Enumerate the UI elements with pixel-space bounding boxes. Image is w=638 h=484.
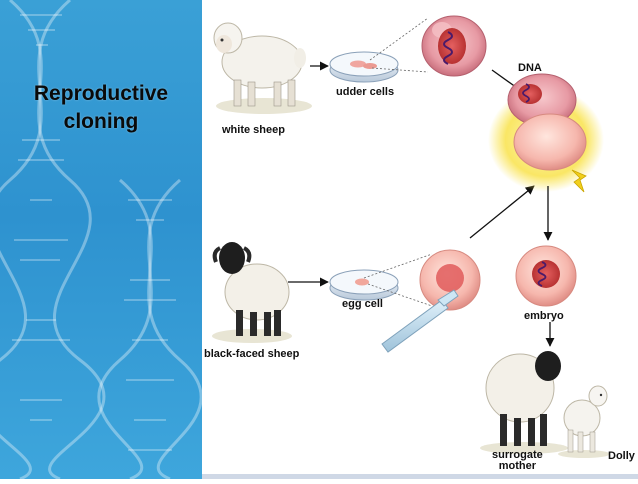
label-dna: DNA bbox=[518, 62, 542, 74]
embryo-cell bbox=[515, 245, 577, 307]
label-white-sheep: white sheep bbox=[222, 124, 285, 136]
pipette bbox=[381, 289, 459, 353]
fused-cell-with-spark bbox=[488, 73, 604, 193]
label-embryo: embryo bbox=[524, 310, 564, 322]
udder-cells-dish bbox=[329, 51, 399, 83]
title-line-2: cloning bbox=[63, 110, 139, 133]
dna-helix-background bbox=[0, 0, 202, 479]
surrogate-mother-illustration bbox=[480, 351, 568, 454]
label-black-faced-sheep: black-faced sheep bbox=[204, 348, 300, 360]
black-faced-sheep-illustration bbox=[212, 242, 292, 343]
slide-title: Reproductive cloning bbox=[0, 80, 202, 136]
white-sheep-illustration bbox=[213, 22, 312, 114]
footer-bar bbox=[202, 474, 638, 479]
label-egg-cell: egg cell bbox=[342, 298, 383, 310]
egg-cell-dish bbox=[329, 269, 399, 301]
label-dolly: Dolly bbox=[608, 450, 635, 462]
arrow-to-fusion-bottom bbox=[469, 185, 535, 239]
cloning-diagram: white sheep udder cells DNA black-faced … bbox=[202, 0, 638, 479]
label-udder-cells: udder cells bbox=[336, 86, 395, 98]
diagram-drawing bbox=[212, 15, 610, 458]
udder-cell-enlarged bbox=[421, 15, 487, 77]
label-surrogate-mother: surrogate mother bbox=[492, 450, 543, 472]
dolly-lamb-illustration bbox=[558, 385, 610, 458]
title-panel: Reproductive cloning bbox=[0, 0, 202, 479]
title-line-1: Reproductive bbox=[33, 82, 169, 105]
egg-cell-enlarged bbox=[419, 249, 481, 311]
label-surrogate-line-2: mother bbox=[498, 460, 537, 472]
label-surrogate-line-1: surrogate bbox=[492, 449, 543, 461]
